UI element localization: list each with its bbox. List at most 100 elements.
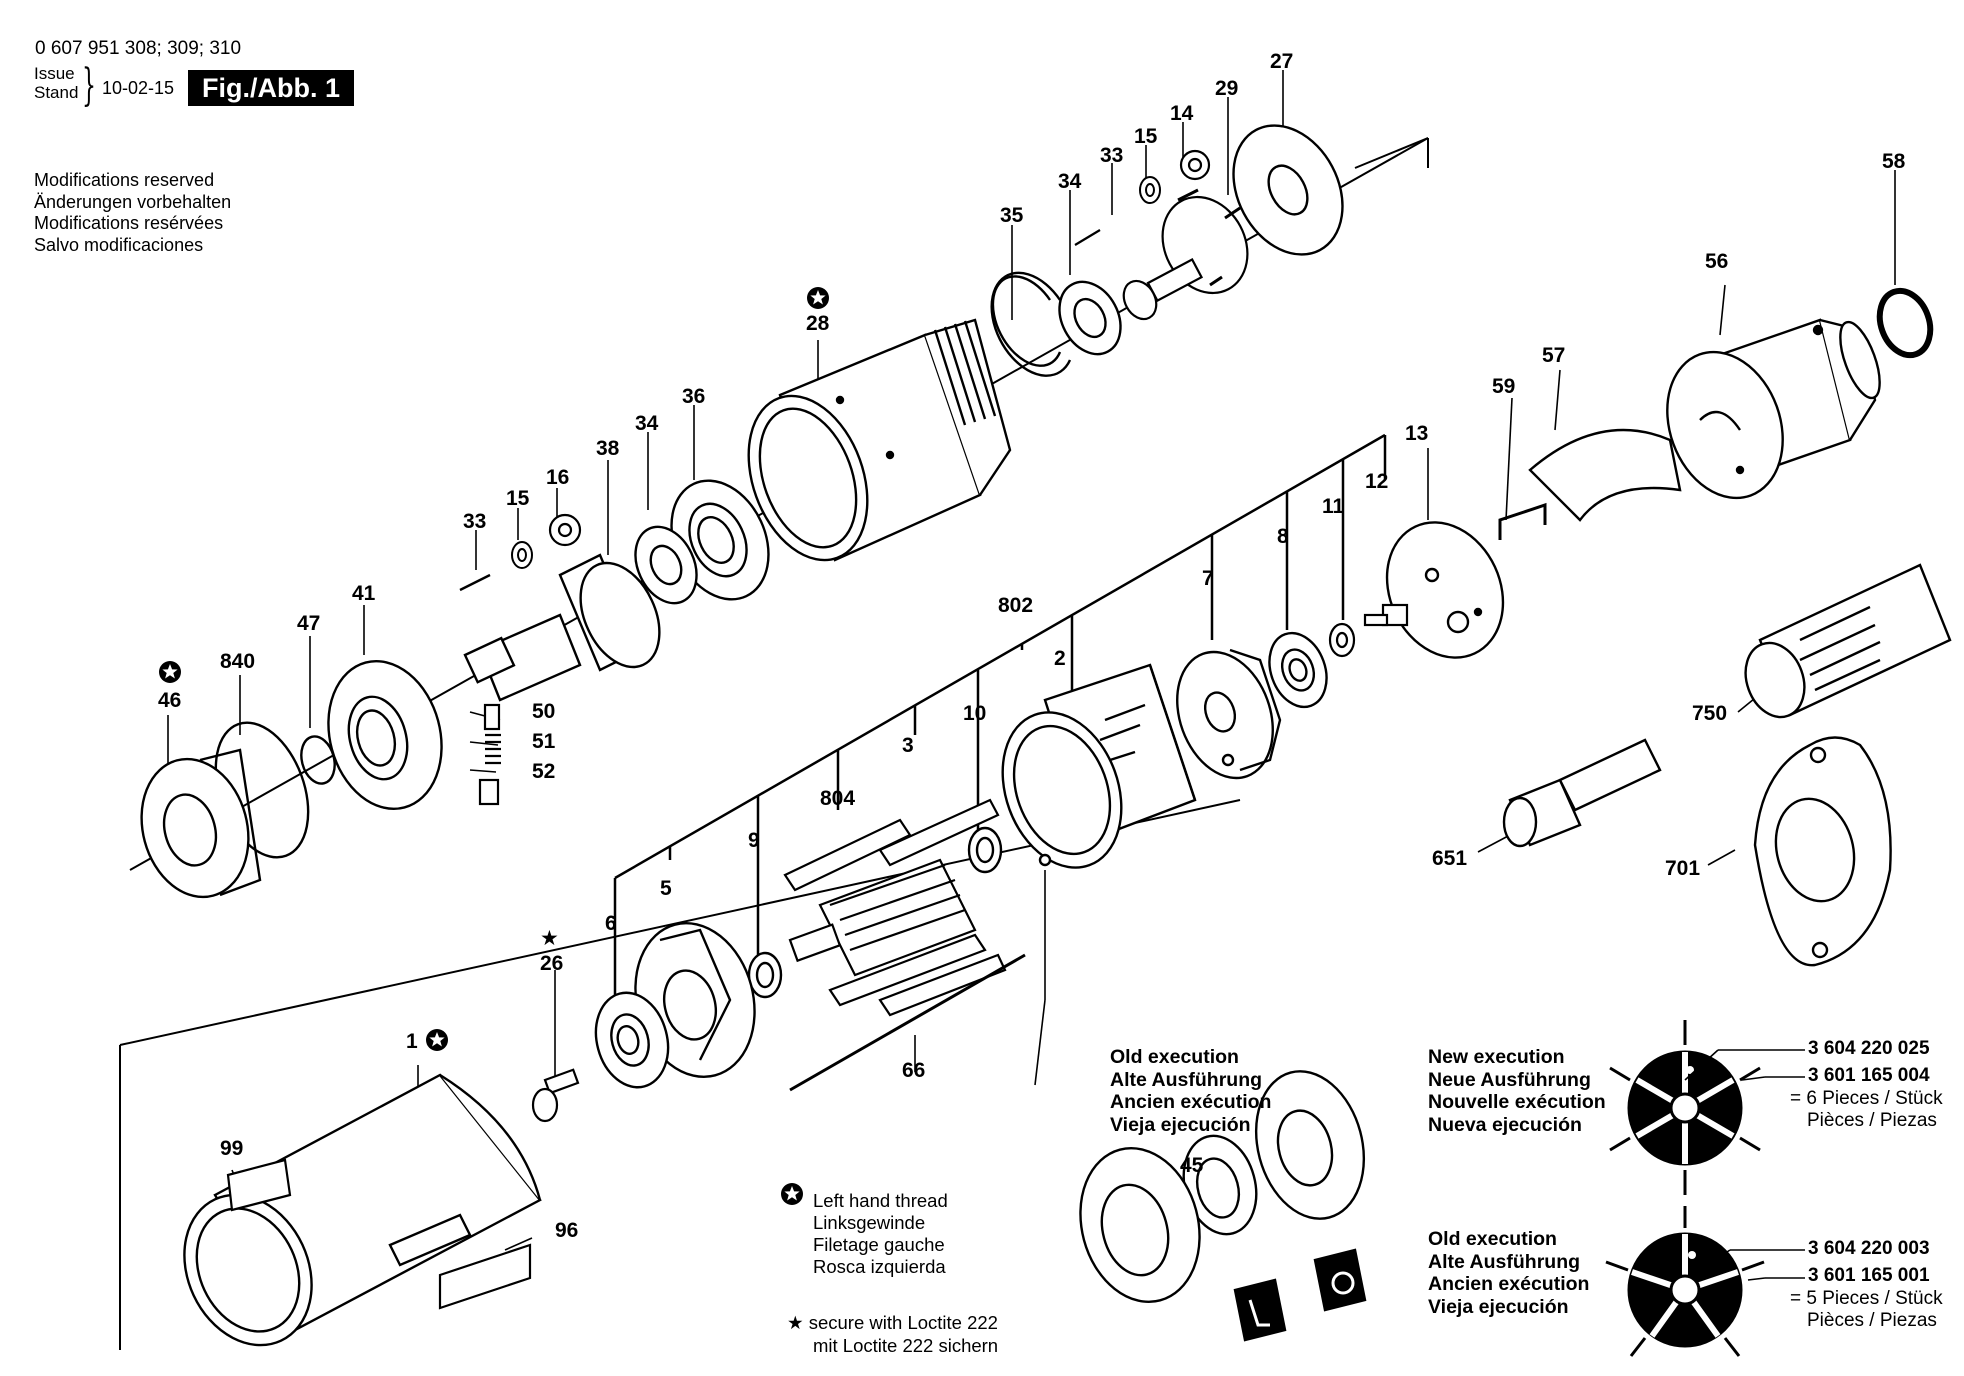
note-lh-fr: Filetage gauche [813,1234,945,1255]
issue-label: Issue Stand [34,64,78,102]
modifications-es: Salvo modificaciones [34,234,204,255]
label-15b: 15 [506,487,530,510]
old2-exec-code-b: 3 601 165 001 [1808,1265,1930,1286]
part-13-end-plate [1385,521,1505,659]
old2-exec-de: Alte Ausführung [1428,1250,1581,1273]
new-exec-code-a: 3 604 220 025 [1808,1038,1930,1059]
part-57-shell [1528,428,1682,522]
modifications-de: Änderungen vorbehalten [34,191,232,212]
part-28-housing [747,318,1012,562]
part-38-spindle [463,553,661,702]
part-16-gear [548,513,582,547]
label-11: 11 [1322,495,1345,518]
part-50-52-valve [478,703,501,806]
label-840: 840 [220,650,255,673]
left-hand-thread-note: Left hand thread Linksgewinde Filetage g… [787,1190,948,1278]
modifications-en: Modifications reserved [34,170,215,190]
figure-label: Fig./Abb. 1 [188,70,354,106]
issue-date: 10-02-15 [102,78,175,98]
part-34-washer-upper [1058,280,1122,356]
modifications-note: Modifications reserved Änderungen vorbeh… [34,170,231,256]
part-numbers: 0 607 951 308; 309; 310 [35,38,242,59]
label-33b: 33 [463,510,486,533]
label-8: 8 [1277,525,1289,548]
old-exec-en: Old execution [1110,1046,1239,1068]
note-loctite-en: ★ secure with Loctite 222 [787,1312,998,1335]
old-exec-de: Alte Ausführung [1110,1068,1263,1091]
modifications-fr: Modifications resérvées [34,213,224,233]
bracket-lines [613,433,1387,995]
label-57: 57 [1542,344,1565,367]
left-thread-marker-28 [807,287,829,309]
part-12-screw [1363,603,1409,627]
label-14: 14 [1170,102,1194,125]
note-loctite-en-text: secure with Loctite 222 [808,1312,998,1333]
star-marker: ★ [787,1313,804,1334]
issue-brace: } [82,60,96,111]
label-750: 750 [1692,702,1727,725]
label-12: 12 [1365,470,1388,493]
label-50: 50 [532,700,555,723]
part-2-cylinder [1001,663,1197,869]
part-8-bearing [1268,631,1328,709]
part-96-label [438,1243,532,1310]
note-lh-de: Linksgewinde [813,1212,926,1233]
part-29-rotor-upper [1122,188,1249,321]
label-6: 6 [605,912,617,935]
old-execution-heading: Old execution Alte Ausführung Ancien exé… [1110,1046,1271,1136]
label-804: 804 [820,787,855,810]
part-1-housing [183,1073,542,1347]
label-36: 36 [682,385,705,408]
label-58: 58 [1882,150,1906,173]
label-701: 701 [1665,857,1700,880]
label-802: 802 [998,594,1033,617]
note-lh-es: Rosca izquierda [813,1256,946,1277]
part-3-rotor [788,858,977,977]
label-1: 1 [406,1030,418,1053]
left-thread-marker-46 [159,661,181,683]
new-exec-de: Neue Ausführung [1428,1068,1591,1091]
label-34a: 34 [1058,170,1082,193]
label-99: 99 [220,1137,243,1160]
part-9-ring [747,951,783,999]
label-56: 56 [1705,250,1728,273]
part-46-nut [140,748,262,899]
label-7: 7 [1202,567,1214,590]
label-28: 28 [806,312,830,335]
loctite-note: ★ secure with Loctite 222 mit Loctite 22… [787,1312,998,1357]
old2-exec-fr: Ancien exécution [1428,1273,1590,1295]
label-3: 3 [902,734,914,757]
part-36-bearing [670,479,770,601]
label-29: 29 [1215,77,1238,100]
part-651-nipple [1502,738,1662,848]
label-41: 41 [352,582,376,605]
part-7-cylinder-cover [1176,648,1282,780]
part-labels: 1 2 3 5 6 7 8 9 10 11 12 13 14 15 15 16 … [158,50,1906,1242]
label-15a: 15 [1134,125,1158,148]
label-13: 13 [1405,422,1428,445]
part-99-label [226,1158,292,1212]
label-651: 651 [1432,847,1467,870]
old-exec-es: Vieja ejecución [1110,1113,1251,1136]
label-33a: 33 [1100,144,1123,167]
label-45: 45 [1180,1154,1204,1177]
part-11-washer [1328,622,1356,658]
label-38: 38 [596,437,620,460]
old-execution-2-heading: Old execution Alte Ausführung Ancien exé… [1428,1228,1589,1318]
part-804-blades [783,798,1007,1017]
loctite-marker-26: ★ [540,926,559,950]
part-66-pin [789,953,1026,1092]
part-34-washer-lower [634,525,698,605]
new-exec-fr: Nouvelle exécution [1428,1091,1606,1113]
old2-exec-code-a: 3 604 220 003 [1808,1238,1930,1259]
label-27: 27 [1270,50,1293,73]
issue-label-de: Stand [34,83,79,102]
part-15-bearing-lower [511,541,533,569]
label-34b: 34 [635,412,659,435]
label-16: 16 [546,466,569,489]
part-701-flange [1753,736,1892,967]
left-thread-marker-1 [426,1029,448,1051]
part-45-old-execution [1079,1070,1367,1342]
part-47-circlip [300,735,336,785]
old2-exec-es: Vieja ejecución [1428,1295,1569,1318]
